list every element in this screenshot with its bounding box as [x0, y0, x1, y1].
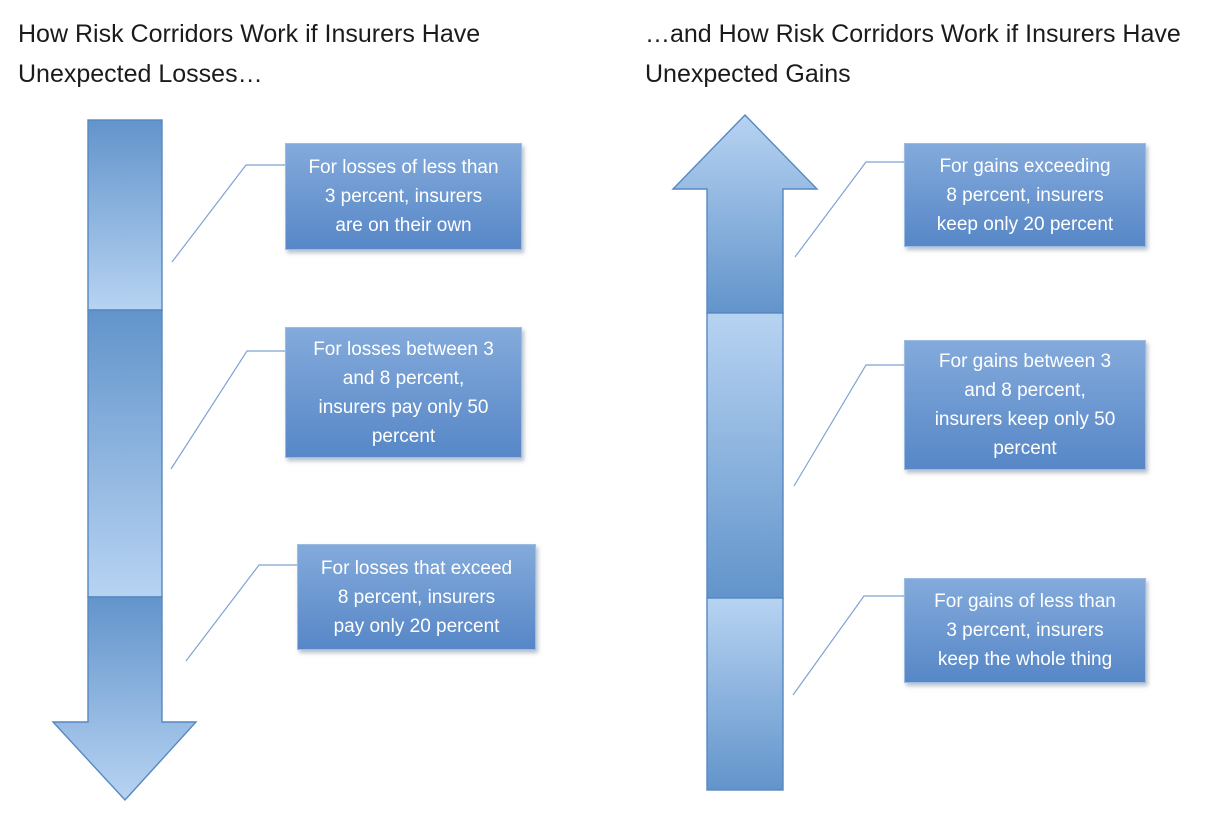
- gain-box-over-8-text: For gains exceeding 8 percent, insurers …: [936, 155, 1114, 235]
- callout-line-losses-under-3: [171, 164, 285, 263]
- loss-box-3-to-8-text: For losses between 3 and 8 percent, insu…: [313, 338, 494, 447]
- gains-panel-title: …and How Risk Corridors Work if Insurers…: [645, 20, 1181, 88]
- callout-line-losses-over-8: [185, 564, 298, 662]
- up-arrow-segment-3-to-8: [706, 312, 784, 599]
- loss-box-under-3-text: For losses of less than 3 percent, insur…: [308, 157, 499, 236]
- gain-box-under-3-text: For gains of less than 3 percent, insure…: [934, 591, 1116, 670]
- up-arrow-segment-under-3: [706, 597, 784, 791]
- up-arrow: [671, 113, 819, 791]
- gain-box-3-to-8-percent: For gains between 3 and 8 percent, insur…: [904, 340, 1146, 470]
- gain-box-3-to-8-text: For gains between 3 and 8 percent, insur…: [934, 351, 1116, 459]
- loss-box-under-3-percent: For losses of less than 3 percent, insur…: [285, 143, 522, 250]
- down-arrow-segment-over-8-head: [51, 596, 198, 802]
- callout-line-losses-3-to-8: [170, 350, 285, 470]
- down-arrow-segment-3-to-8: [87, 309, 163, 598]
- gain-box-over-8-percent: For gains exceeding 8 percent, insurers …: [904, 143, 1146, 247]
- callout-line-gains-over-8: [794, 161, 904, 258]
- gain-box-under-3-percent: For gains of less than 3 percent, insure…: [904, 578, 1146, 683]
- loss-box-over-8-text: For losses that exceed 8 percent, insure…: [320, 557, 513, 637]
- callout-line-gains-3-to-8: [793, 364, 904, 487]
- losses-panel-title: How Risk Corridors Work if Insurers Have…: [18, 20, 481, 88]
- callout-lines: [170, 161, 904, 696]
- up-arrow-segment-over-8-head: [671, 113, 819, 314]
- loss-box-over-8-percent: For losses that exceed 8 percent, insure…: [297, 544, 536, 650]
- callout-line-gains-under-3: [792, 595, 904, 696]
- down-arrow: [51, 119, 198, 802]
- loss-box-3-to-8-percent: For losses between 3 and 8 percent, insu…: [285, 327, 522, 458]
- down-arrow-segment-under-3: [87, 119, 163, 311]
